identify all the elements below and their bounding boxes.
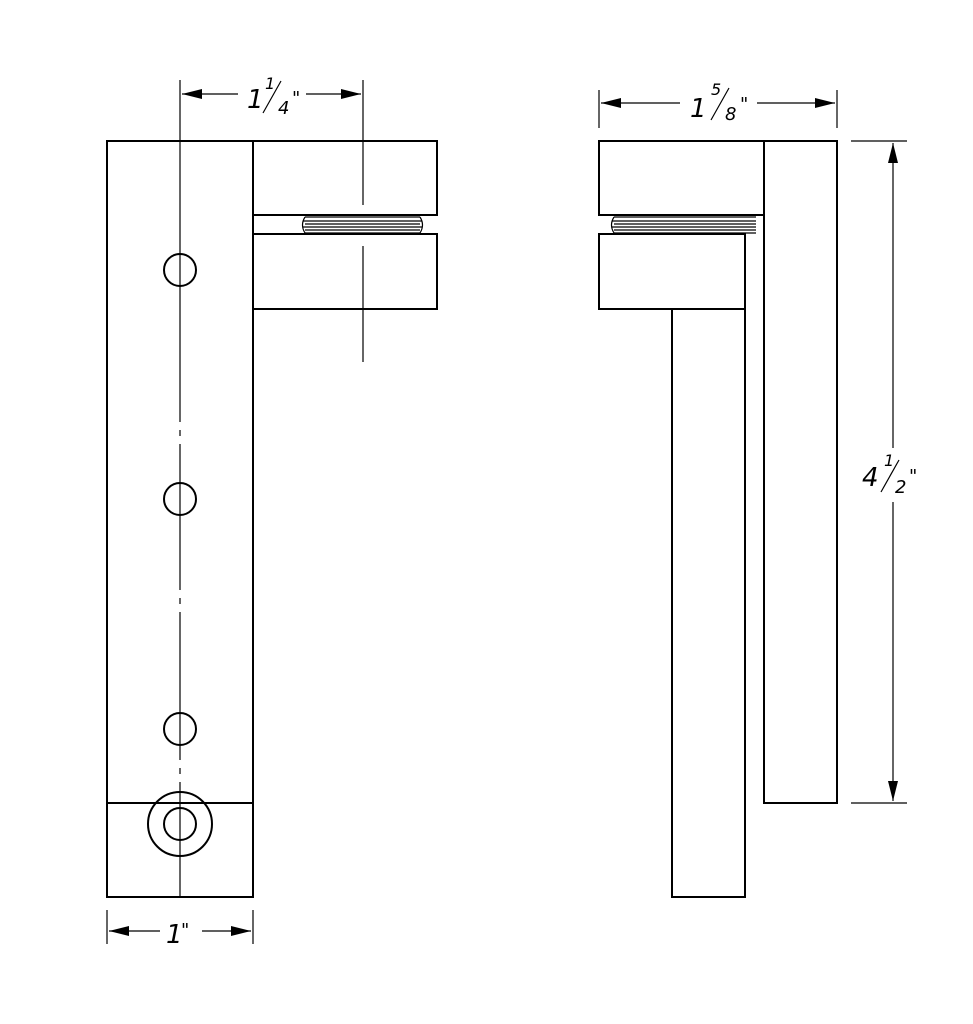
- dimension-front-width-den: 4: [278, 98, 289, 119]
- side-lower-block: [598, 233, 746, 310]
- side-upper-block: [598, 140, 765, 216]
- front-upper-arm: [253, 140, 438, 216]
- front-view: [106, 80, 438, 898]
- dimension-side-width-num: 5: [711, 80, 721, 99]
- dimension-bracket-width: 1 ": [106, 910, 254, 950]
- dimension-bracket-width-inch: ": [181, 920, 189, 941]
- dimension-front-width-whole: 1: [247, 85, 264, 115]
- screw-hole-1: [163, 253, 197, 287]
- dimension-side-height: 4 1 2 ": [851, 140, 917, 804]
- dimension-front-width-num: 1: [265, 74, 275, 93]
- pivot-hole: [163, 807, 197, 841]
- side-view: [598, 140, 838, 898]
- side-front-leaf: [671, 234, 746, 898]
- screw-hole-2: [163, 482, 197, 516]
- dimension-front-width: 1 1 4 ": [182, 74, 361, 119]
- dimension-side-width: 1 5 8 ": [598, 80, 838, 128]
- dimension-side-width-den: 8: [725, 104, 736, 125]
- dimension-side-height-den: 2: [895, 477, 906, 498]
- dimension-side-height-whole: 4: [862, 463, 879, 493]
- side-back-leaf: [763, 140, 838, 804]
- front-spring-coil: [301, 216, 424, 234]
- screw-hole-3: [163, 712, 197, 746]
- dimension-side-height-num: 1: [884, 451, 894, 470]
- dimension-side-width-inch: ": [740, 94, 748, 115]
- side-spring-coil: [610, 216, 756, 234]
- dimension-side-height-inch: ": [909, 466, 917, 487]
- pivot-counterbore: [147, 791, 213, 857]
- dimension-bracket-width-whole: 1: [166, 920, 183, 950]
- dimension-side-width-whole: 1: [690, 94, 707, 124]
- dimension-front-width-inch: ": [292, 88, 300, 109]
- front-lower-arm: [253, 233, 438, 310]
